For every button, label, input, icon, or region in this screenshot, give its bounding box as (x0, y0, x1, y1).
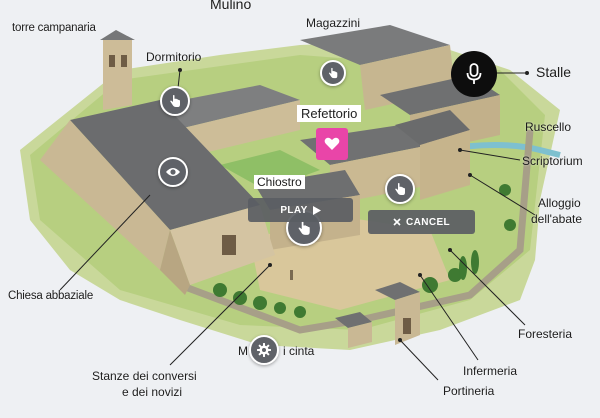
settings-hotspot-button[interactable] (249, 335, 279, 365)
hand-pointer-icon (328, 67, 338, 79)
microphone-icon (466, 63, 482, 84)
favorite-button[interactable] (316, 128, 348, 160)
hand-pointer-icon (170, 95, 180, 107)
label-stanze-conversi: Stanze dei conversi (92, 369, 197, 383)
label-mura-di-cinta: i cinta (283, 344, 315, 358)
microphone-button[interactable] (451, 51, 497, 97)
label-portineria: Portineria (443, 384, 495, 398)
close-icon (393, 218, 401, 226)
label-alloggio: Alloggio (538, 196, 581, 210)
label-mura-prefix: M (238, 344, 248, 358)
hand-pointer-icon (395, 183, 405, 195)
play-icon (312, 205, 321, 215)
eye-icon (166, 168, 180, 176)
label-e-dei-novizi: e dei novizi (122, 385, 183, 399)
cancel-label: CANCEL (405, 216, 451, 228)
chiesa-view-hotspot-button[interactable] (158, 157, 188, 187)
heart-icon (324, 137, 340, 150)
label-stalle: Stalle (536, 64, 572, 80)
label-mulino: Mulino (210, 0, 252, 12)
label-dell-abate: dell'abate (531, 212, 582, 226)
scriptorium-hotspot-button[interactable] (385, 174, 415, 204)
play-button[interactable]: PLAY (248, 198, 353, 222)
magazzini-hotspot-button[interactable] (320, 60, 346, 86)
cancel-button[interactable]: CANCEL (368, 210, 475, 234)
label-chiostro: Chiostro (254, 175, 305, 189)
label-magazzini: Magazzini (306, 16, 361, 30)
dormitorio-hotspot-button[interactable] (160, 86, 190, 116)
label-chiesa-abbaziale: Chiesa abbaziale (8, 290, 94, 302)
gear-icon (257, 343, 271, 357)
hand-pointer-icon (298, 221, 310, 235)
label-foresteria: Foresteria (518, 327, 573, 341)
label-dormitorio: Dormitorio (146, 50, 202, 64)
label-torre-campanaria: torre campanaria (12, 22, 96, 34)
label-refettorio: Refettorio (297, 105, 362, 122)
label-ruscello: Ruscello (525, 120, 572, 134)
label-infermeria: Infermeria (463, 364, 518, 378)
play-label: PLAY (280, 204, 308, 216)
label-scriptorium: Scriptorium (522, 154, 583, 168)
